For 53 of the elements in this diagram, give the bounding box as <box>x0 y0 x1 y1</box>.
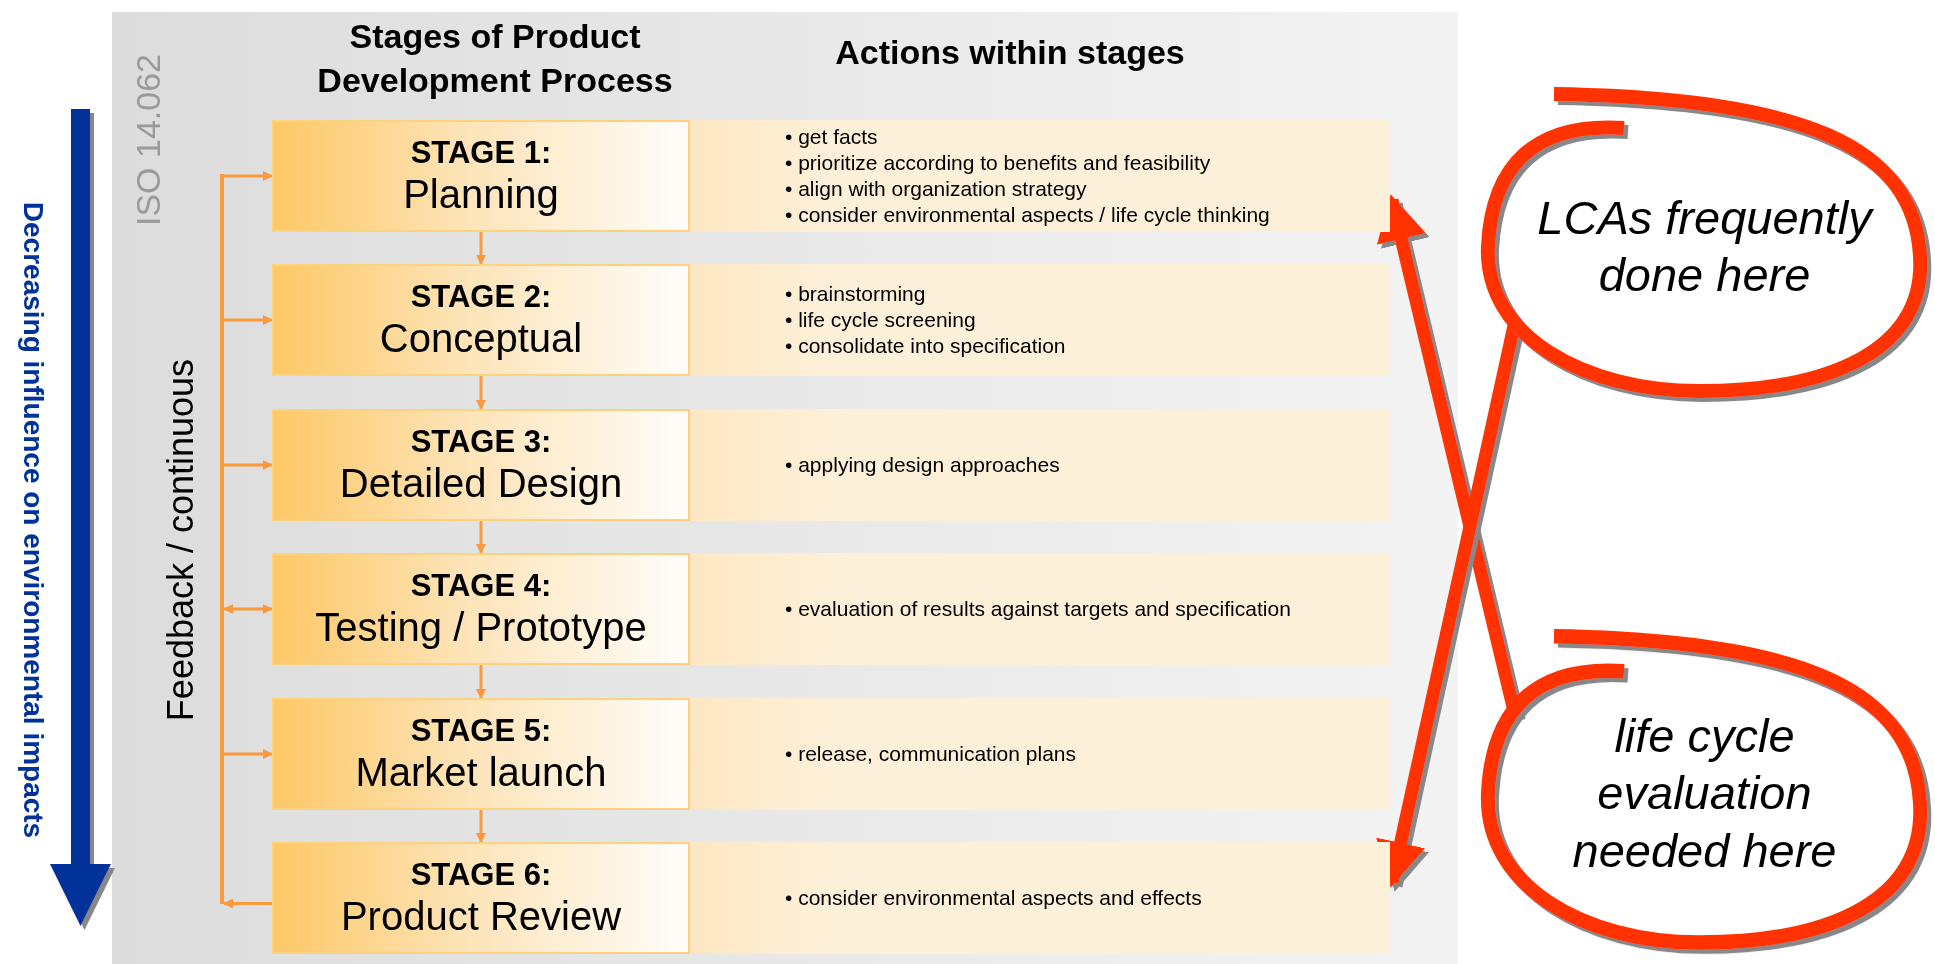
action-item: • consider environmental aspects and effects <box>785 885 1202 911</box>
stage-name: Planning <box>403 170 559 217</box>
feedback-label: Feedback / continuous <box>163 357 199 724</box>
action-item: • evaluation of results against targets and specification <box>785 596 1291 622</box>
stage-name: Conceptual <box>379 314 583 361</box>
callout-text: life cycle evaluation needed here <box>1571 708 1838 879</box>
action-band <box>690 553 1390 665</box>
arrow <box>223 604 273 614</box>
action-band <box>690 698 1390 810</box>
action-item: • consider environmental aspects / life cycle thinking <box>785 202 1270 228</box>
action-item: • brainstorming <box>785 281 926 307</box>
stage-number: STAGE 1: <box>410 135 552 171</box>
arrow <box>224 749 273 759</box>
standard-label: ISO 14.062 <box>131 53 165 228</box>
influence-label: Decreasing influence on environmental impacts <box>19 200 47 841</box>
callout-text: LCAs frequently done here <box>1536 189 1875 303</box>
stage-box <box>272 842 690 954</box>
stage-box <box>272 264 690 376</box>
stage-name: Testing / Prototype <box>315 603 647 650</box>
column-heading: Stages of Product Development Process <box>316 16 674 102</box>
arrow <box>223 898 272 909</box>
stage-box <box>272 553 690 665</box>
action-band <box>690 120 1390 232</box>
stage-number: STAGE 5: <box>410 713 552 749</box>
stage-number: STAGE 6: <box>410 857 552 893</box>
stage-box <box>272 698 690 810</box>
arrow <box>476 376 486 410</box>
arrow <box>476 232 486 265</box>
action-item: • applying design approaches <box>785 452 1060 478</box>
stage-name: Market launch <box>355 748 607 795</box>
action-item: • consolidate into specification <box>785 333 1066 359</box>
stage-name: Product Review <box>340 892 622 939</box>
action-item: • life cycle screening <box>785 307 976 333</box>
action-item: • get facts <box>785 124 878 150</box>
stage-number: STAGE 3: <box>410 424 552 460</box>
action-band <box>690 409 1390 521</box>
action-band <box>690 264 1390 376</box>
arrow <box>476 521 486 554</box>
arrow <box>224 460 273 470</box>
stage-number: STAGE 4: <box>410 568 552 604</box>
arrow <box>224 315 273 325</box>
action-item: • align with organization strategy <box>785 176 1087 202</box>
action-band <box>690 842 1390 954</box>
stage-name: Detailed Design <box>339 459 623 506</box>
stage-box <box>272 409 690 521</box>
action-item: • prioritize according to benefits and feasibility <box>785 150 1211 176</box>
arrow <box>476 810 486 843</box>
action-item: • release, communication plans <box>785 741 1076 767</box>
arrow <box>476 665 486 699</box>
stage-number: STAGE 2: <box>410 279 552 315</box>
arrow <box>224 171 273 181</box>
stage-box <box>272 120 690 232</box>
column-heading: Actions within stages <box>834 32 1186 73</box>
